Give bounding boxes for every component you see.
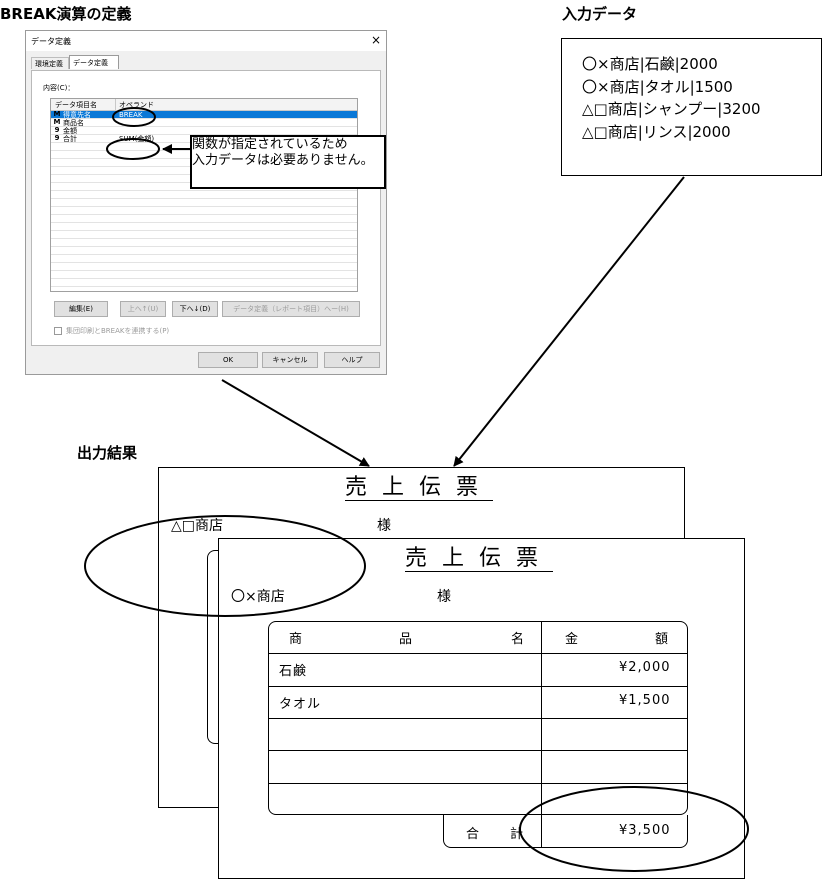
grid-empty-row[interactable] [51, 247, 357, 255]
grid-empty-row[interactable] [51, 223, 357, 231]
dialog-title: データ定義 [31, 37, 71, 46]
grid-empty-row[interactable] [51, 231, 357, 239]
cancel-button[interactable]: キャンセル [262, 352, 318, 368]
header-amount-1: 金 [565, 632, 579, 647]
front-slip-customer: 〇×商店 [231, 589, 285, 605]
grid-empty-row[interactable] [51, 279, 357, 287]
input-lines: 〇×商店|石鹸|2000 〇×商店|タオル|1500 △□商店|シャンプー|32… [582, 53, 761, 143]
grid-empty-row[interactable] [51, 255, 357, 263]
grid-empty-row[interactable] [51, 271, 357, 279]
break-operand-ellipse [112, 107, 156, 127]
row-2-amount: ¥1,500 [619, 693, 671, 708]
dialog-titlebar [26, 31, 386, 51]
items-table: 商 品 名 金 額 石鹸 ¥2,000 タオル ¥1,500 [268, 621, 688, 815]
definition-to-output-arrow [221, 379, 370, 467]
total-label-1: 合 [466, 827, 481, 842]
input-to-output-arrow [453, 176, 685, 467]
back-slip-customer: △□商店 [171, 518, 223, 534]
tab-environment[interactable]: 環境定義 [31, 57, 69, 69]
header-amount-2: 額 [655, 632, 669, 647]
grid-item-name: 得意先名 [63, 111, 91, 119]
grid-empty-row[interactable] [51, 191, 357, 199]
input-line: △□商店|リンス|2000 [582, 122, 731, 141]
input-data-box: 〇×商店|石鹸|2000 〇×商店|タオル|1500 △□商店|シャンプー|32… [561, 38, 822, 176]
move-up-button[interactable]: 上へ↑(U) [120, 301, 166, 317]
back-slip-title: 売上伝票 [345, 475, 494, 501]
grid-empty-row[interactable] [51, 239, 357, 247]
output-result-title: 出力結果 [77, 444, 138, 462]
data-definition-dialog: データ定義 × 環境定義 データ定義 内容(C)： データ項目名 オペランド M… [25, 30, 387, 375]
edit-button[interactable]: 編集(E) [54, 301, 108, 317]
input-line: △□商店|シャンプー|3200 [582, 100, 761, 118]
customer-ellipse [84, 515, 366, 617]
report-item-button[interactable]: データ定義（レポート項目）へー(H) [222, 301, 360, 317]
input-line: 〇×商店|石鹸|2000 [582, 55, 718, 73]
numeric-type-icon: 9 [54, 134, 60, 142]
help-button[interactable]: ヘルプ [324, 352, 380, 368]
grid-item-name: 金額 [63, 127, 77, 135]
grid-empty-row[interactable] [51, 215, 357, 223]
header-product-3: 名 [511, 632, 525, 647]
front-slip-title: 売上伝票 [405, 546, 554, 572]
break-link-checkbox[interactable] [54, 327, 62, 335]
grid-empty-row[interactable] [51, 199, 357, 207]
callout-line-1: 関数が指定されているため [192, 137, 348, 152]
header-product-2: 品 [399, 632, 413, 647]
front-slip-honorific: 様 [437, 589, 451, 605]
close-icon[interactable]: × [371, 33, 382, 47]
contents-label: 内容(C)： [43, 84, 75, 92]
grid-item-name: 商品名 [63, 119, 84, 127]
text-type-icon: M [53, 110, 61, 118]
total-amount: ¥3,500 [619, 823, 671, 838]
function-note-callout: 関数が指定されているため 入力データは必要ありません。 [190, 135, 386, 189]
numeric-type-icon: 9 [54, 126, 60, 134]
grid-item-name: 合計 [63, 135, 77, 143]
input-line: 〇×商店|タオル|1500 [582, 77, 733, 96]
front-sales-slip: 売上伝票 〇×商店 様 商 品 名 金 額 石鹸 ¥2,000 タオル ¥1,5… [218, 538, 745, 879]
definition-title: BREAK演算の定義 [0, 5, 132, 23]
total-ellipse [519, 786, 749, 872]
grid-empty-row[interactable] [51, 183, 357, 191]
back-slip-honorific: 様 [377, 518, 391, 534]
callout-line-2: 入力データは必要ありません。 [192, 153, 374, 168]
input-data-title: 入力データ [562, 5, 638, 23]
break-link-label: 集団印刷とBREAKを連携する(P) [66, 327, 170, 335]
grid-operand: BREAK [119, 111, 143, 119]
grid-empty-row[interactable] [51, 263, 357, 271]
header-product-1: 商 [289, 632, 303, 647]
sum-operand-ellipse [106, 138, 160, 160]
row-1-product: 石鹸 [279, 664, 308, 679]
ok-button[interactable]: OK [198, 352, 258, 368]
column-item-name: データ項目名 [55, 101, 97, 109]
row-2-product: タオル [279, 697, 322, 712]
row-1-amount: ¥2,000 [619, 660, 671, 675]
grid-empty-row[interactable] [51, 207, 357, 215]
column-operand: オペランド [119, 101, 154, 109]
move-down-button[interactable]: 下へ↓(D) [172, 301, 218, 317]
tab-data-definition[interactable]: データ定義 [69, 55, 119, 69]
text-type-icon: M [53, 118, 61, 126]
